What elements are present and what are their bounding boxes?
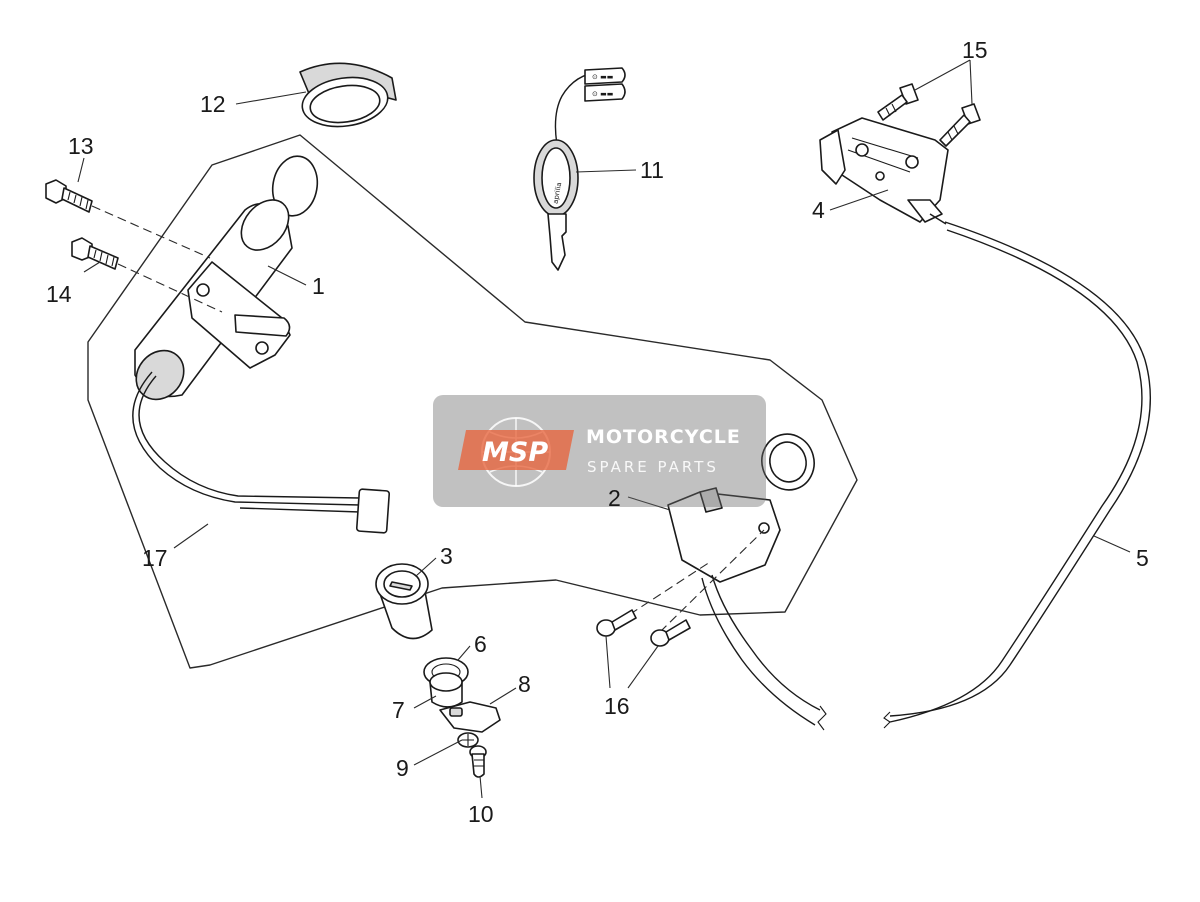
bolt-13-dash <box>91 205 211 259</box>
callout-12: 12 <box>200 91 226 117</box>
bolt-14-dash <box>117 263 223 313</box>
callout-3: 3 <box>440 543 453 569</box>
callout-9: 9 <box>396 755 409 781</box>
callout-11: 11 <box>640 157 664 183</box>
screw-16a-part <box>596 609 637 637</box>
callout-5: 5 <box>1136 545 1149 571</box>
watermark-title: MOTORCYCLE <box>586 426 741 448</box>
callout-8: 8 <box>518 671 531 697</box>
callout-16: 16 <box>604 693 630 719</box>
callout-10: 10 <box>468 801 494 827</box>
svg-text:⊙ ▬▬: ⊙ ▬▬ <box>592 73 613 81</box>
lock-cylinder-part <box>375 563 433 640</box>
lock-lever-part <box>439 701 501 733</box>
callout-1: 1 <box>312 273 325 299</box>
seat-latch-part <box>819 117 949 225</box>
watermark-logo: MSP <box>482 437 548 468</box>
callout-4: 4 <box>812 197 825 223</box>
lock-bushing-part <box>429 672 463 708</box>
screw-16b-part <box>650 619 691 647</box>
cable-part <box>883 221 1151 729</box>
ignition-lock-part <box>132 155 391 534</box>
svg-text:⊙ ▬▬: ⊙ ▬▬ <box>592 90 613 98</box>
panel-outline <box>87 134 858 669</box>
bolt-13-part <box>45 179 93 213</box>
key-brand-text: aprilia <box>552 182 564 205</box>
lock-switch-part <box>667 433 827 731</box>
bolt-14-part <box>71 237 119 270</box>
watermark-subtitle: SPARE PARTS <box>587 458 719 476</box>
cap-ring-part <box>299 62 397 128</box>
leader-lines <box>77 59 1131 799</box>
screw-15a-part <box>877 83 919 121</box>
lock-screw-part <box>469 745 487 778</box>
callout-15: 15 <box>962 37 988 63</box>
callout-14: 14 <box>46 281 72 307</box>
callout-2: 2 <box>608 485 621 511</box>
callout-6: 6 <box>474 631 487 657</box>
switch-dash-b <box>659 529 765 633</box>
callouts: 1 2 3 4 5 6 7 8 9 10 11 12 13 14 15 16 1… <box>46 37 1149 827</box>
callout-7: 7 <box>392 697 405 723</box>
screw-15b-part <box>939 103 981 147</box>
callout-13: 13 <box>68 133 94 159</box>
key-part: ⊙ ▬▬ ⊙ ▬▬ aprilia <box>533 67 626 271</box>
lock-spring-part <box>457 732 479 748</box>
watermark: MSP MOTORCYCLE SPARE PARTS <box>433 395 766 507</box>
callout-17: 17 <box>142 545 168 571</box>
